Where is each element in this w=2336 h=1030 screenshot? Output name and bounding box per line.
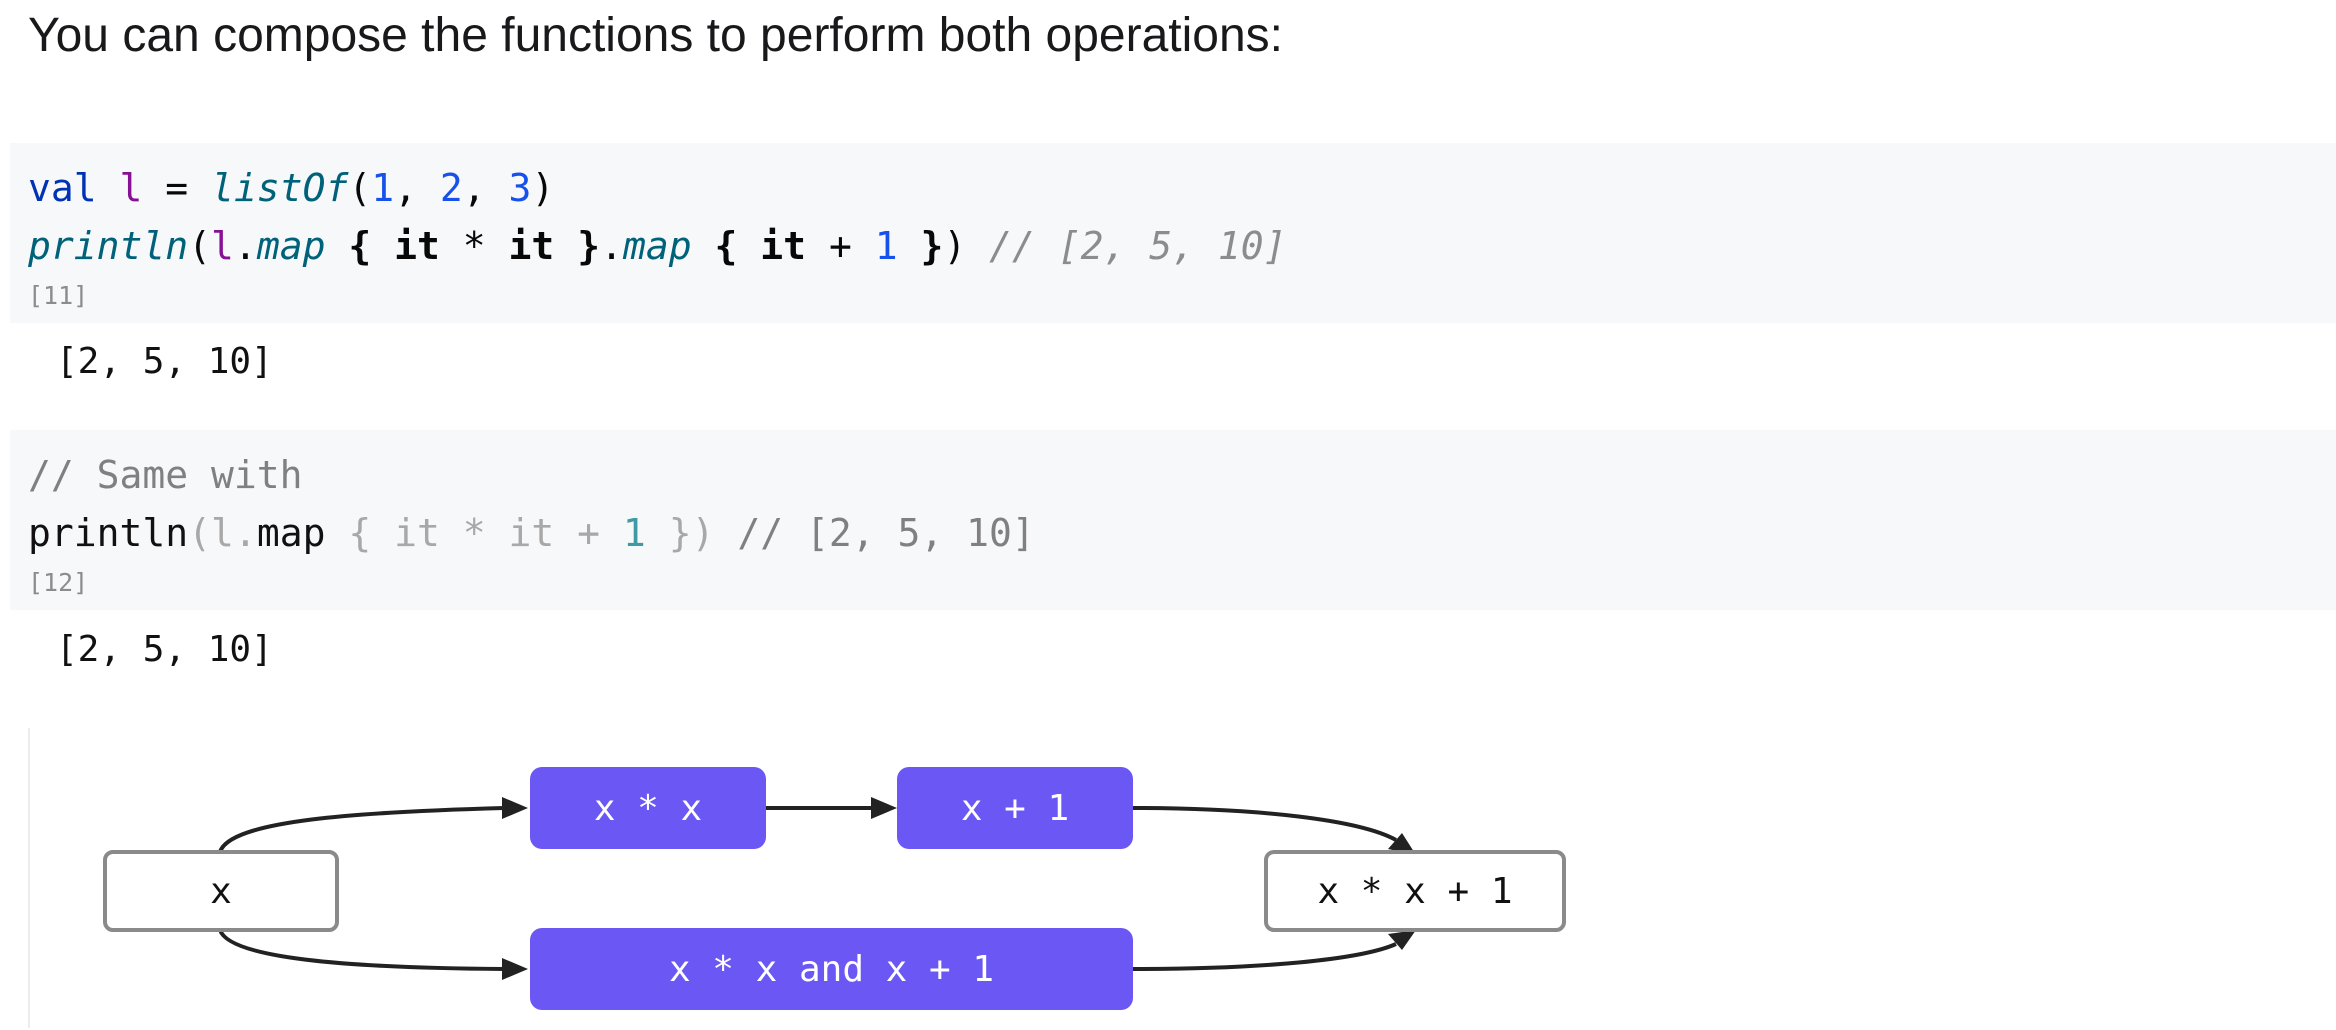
code-token: 1	[874, 224, 898, 268]
code-token: *	[439, 511, 509, 555]
cell-output-12: [2, 5, 10]	[56, 629, 273, 670]
code-line-2: println(l.map { it * it }.map { it + 1 }…	[28, 218, 1287, 274]
code-token: // [2, 5, 10]	[966, 224, 1287, 268]
code-token: it	[394, 224, 440, 268]
composition-diagram: x x * x x + 1 x * x and x + 1 x * x + 1	[28, 728, 1590, 1028]
code-token: {	[348, 224, 372, 268]
code-token: l	[211, 224, 234, 268]
code-token: (	[188, 511, 212, 555]
code-cell-11[interactable]: val l = listOf(1, 2, 3) println(l.map { …	[10, 143, 2336, 323]
code-token: {	[714, 224, 738, 268]
code-token: it	[508, 224, 555, 268]
code-token: map	[622, 224, 692, 268]
code-token: l	[211, 511, 234, 555]
code-cell-12[interactable]: // Same with println(l.map { it * it + 1…	[10, 430, 2336, 610]
code-token	[325, 224, 348, 268]
code-token: .	[600, 224, 623, 268]
code-token: it	[508, 511, 555, 555]
code-token: listOf	[211, 166, 349, 210]
code-token: =	[142, 166, 212, 210]
code-token: .	[233, 224, 257, 268]
code-token: // [2, 5, 10]	[714, 511, 1035, 555]
code-token: map	[256, 224, 326, 268]
code-line-1: val l = listOf(1, 2, 3)	[28, 160, 554, 216]
code-token	[371, 224, 394, 268]
code-token: ,	[462, 166, 509, 210]
code-token	[898, 224, 921, 268]
execution-count: [12]	[28, 568, 89, 597]
code-token: 1	[371, 166, 395, 210]
code-token: map	[256, 511, 326, 555]
code-token: }	[920, 224, 944, 268]
edge-combined-to-output	[1131, 942, 1397, 971]
edge-input-to-square	[218, 806, 505, 853]
code-token: it	[394, 511, 440, 555]
code-token: })	[645, 511, 715, 555]
arrowhead-to-output-bottom	[1388, 930, 1416, 950]
code-token: {	[325, 511, 395, 555]
code-line-2: println(l.map { it * it + 1 }) // [2, 5,…	[28, 505, 1035, 561]
code-token: 2	[439, 166, 463, 210]
code-token: 3	[508, 166, 532, 210]
diagram-node-square: x * x	[530, 767, 766, 849]
edge-input-to-combined	[218, 929, 505, 971]
arrowhead-to-combined	[502, 958, 528, 980]
code-token	[554, 224, 577, 268]
code-token: +	[806, 224, 875, 268]
cell-output-11: [2, 5, 10]	[56, 341, 273, 382]
code-token: 1	[622, 511, 646, 555]
code-token: .	[233, 511, 257, 555]
code-token	[97, 166, 120, 210]
execution-count: [11]	[28, 281, 89, 310]
diagram-node-input: x	[103, 850, 339, 932]
code-token	[737, 224, 760, 268]
arrowhead-to-output-top	[1388, 833, 1416, 855]
diagram-arrows	[218, 797, 1416, 980]
code-line-1: // Same with	[28, 447, 303, 503]
intro-paragraph: You can compose the functions to perform…	[28, 9, 1284, 62]
code-token: }	[577, 224, 601, 268]
code-token: val	[28, 166, 97, 210]
arrowhead-to-increment	[871, 797, 897, 819]
code-token: )	[531, 166, 555, 210]
code-token: println	[28, 224, 189, 268]
diagram-node-increment: x + 1	[897, 767, 1133, 849]
diagram-node-combined: x * x and x + 1	[530, 928, 1133, 1010]
code-token: +	[554, 511, 623, 555]
code-token: println	[28, 511, 189, 555]
code-token: it	[760, 224, 807, 268]
code-token: (	[188, 224, 212, 268]
code-token: // Same with	[28, 453, 303, 497]
code-token: *	[439, 224, 509, 268]
code-token: ,	[394, 166, 440, 210]
edge-increment-to-output	[1131, 806, 1397, 842]
diagram-node-output: x * x + 1	[1264, 850, 1566, 932]
code-token: )	[943, 224, 967, 268]
code-token: (	[348, 166, 372, 210]
code-token: l	[119, 166, 143, 210]
arrowhead-to-square	[502, 797, 528, 819]
code-token	[692, 224, 715, 268]
